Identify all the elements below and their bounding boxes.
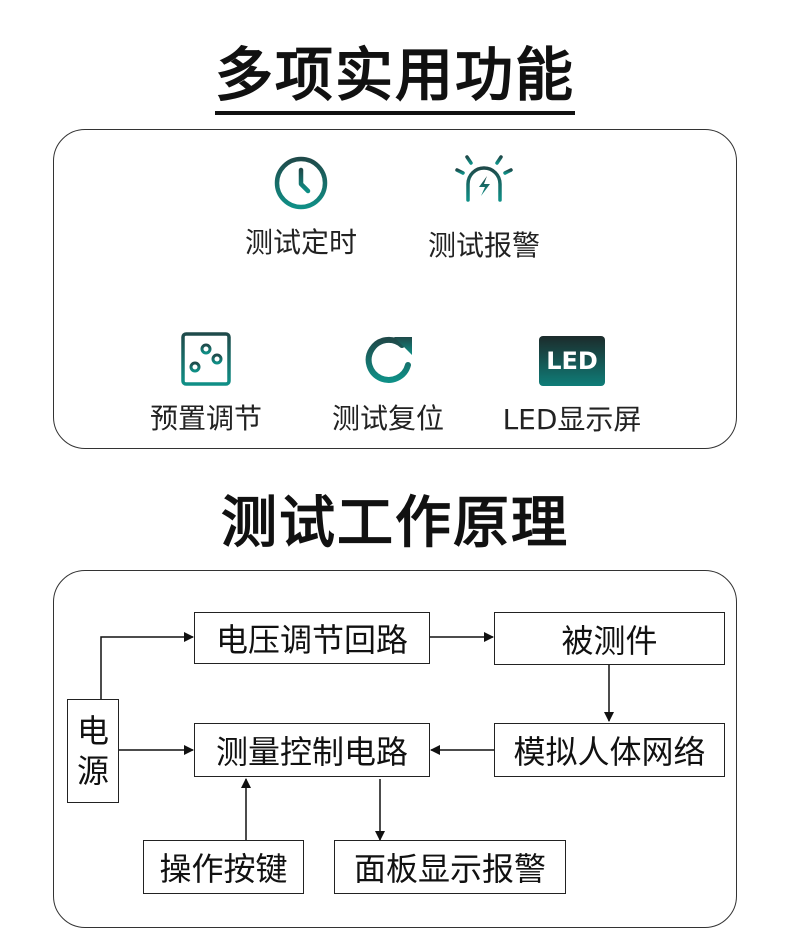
feature-label: 测试复位 xyxy=(331,402,444,435)
node-voltage-circuit-label: 电压调节回路 xyxy=(215,621,408,659)
sliders-icon xyxy=(181,332,231,386)
node-measure-circuit-label: 测量控制电路 xyxy=(215,733,408,771)
node-body-network: 模拟人体网络 xyxy=(494,723,725,777)
feature-test-reset: 测试复位 xyxy=(303,331,473,437)
node-power-char1: 电 xyxy=(76,712,109,750)
features-panel xyxy=(53,129,737,449)
feature-test-alarm: 测试报警 xyxy=(399,148,569,264)
feature-label: 预置调节 xyxy=(149,402,262,435)
feature-led-display: LED LED显示屏 xyxy=(487,336,657,438)
node-measure-control-circuit: 测量控制电路 xyxy=(194,723,430,777)
led-display-icon: LED xyxy=(539,336,605,386)
node-device-under-test: 被测件 xyxy=(494,612,725,665)
node-power-supply: 电 源 xyxy=(67,699,119,803)
feature-label: 测试定时 xyxy=(244,226,357,259)
arrow-power-to-voltage xyxy=(100,632,194,699)
feature-label: 测试报警 xyxy=(427,229,540,262)
node-voltage-circuit: 电压调节回路 xyxy=(194,612,430,664)
section1-title-text: 多项实用功能 xyxy=(214,41,575,115)
led-badge-text: LED xyxy=(546,347,598,375)
node-body-network-label: 模拟人体网络 xyxy=(513,733,706,771)
node-operation-buttons: 操作按键 xyxy=(143,840,304,894)
reset-arrow-icon xyxy=(365,336,412,383)
diagram-panel xyxy=(53,570,737,928)
section1-title: 多项实用功能 xyxy=(0,28,790,115)
clock-icon xyxy=(274,156,328,210)
node-panel-display-label: 面板显示报警 xyxy=(353,850,546,888)
alarm-siren-icon xyxy=(455,149,513,211)
node-dut-label: 被测件 xyxy=(561,621,658,660)
feature-label: LED显示屏 xyxy=(502,403,642,436)
feature-test-timer: 测试定时 xyxy=(216,155,386,261)
node-panel-display-alarm: 面板显示报警 xyxy=(334,840,566,894)
section2-title: 测试工作原理 xyxy=(221,491,569,556)
feature-preset-adjust: 预置调节 xyxy=(121,331,291,437)
node-buttons-label: 操作按键 xyxy=(159,850,288,888)
node-power-char2: 源 xyxy=(76,752,109,790)
